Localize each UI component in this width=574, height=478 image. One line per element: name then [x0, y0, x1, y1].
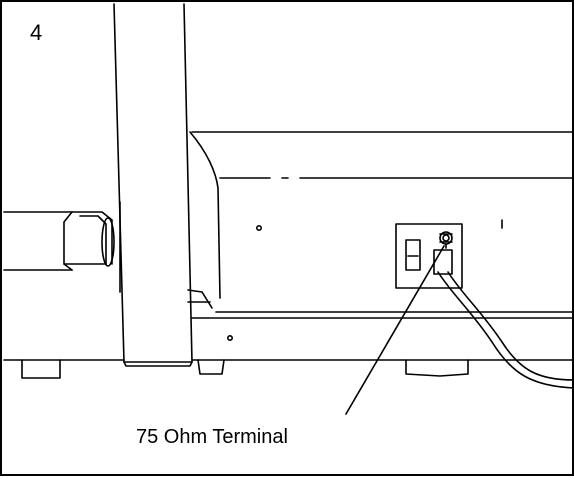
walking-platform [3, 211, 115, 271]
callout-label: 75 Ohm Terminal [136, 426, 288, 448]
roller-housing [119, 201, 213, 309]
power-outlet [433, 249, 453, 275]
step-number: 4 [30, 20, 43, 45]
callout-leader-line [345, 245, 445, 415]
motor-hood [189, 131, 574, 313]
power-cord [437, 271, 574, 389]
screw-dot [227, 334, 234, 341]
frame-rails [3, 317, 574, 361]
upright-post [113, 3, 193, 367]
power-switch [405, 239, 421, 271]
screw-dot [256, 225, 263, 232]
frame-feet [21, 359, 469, 379]
coax-terminal [439, 231, 453, 249]
